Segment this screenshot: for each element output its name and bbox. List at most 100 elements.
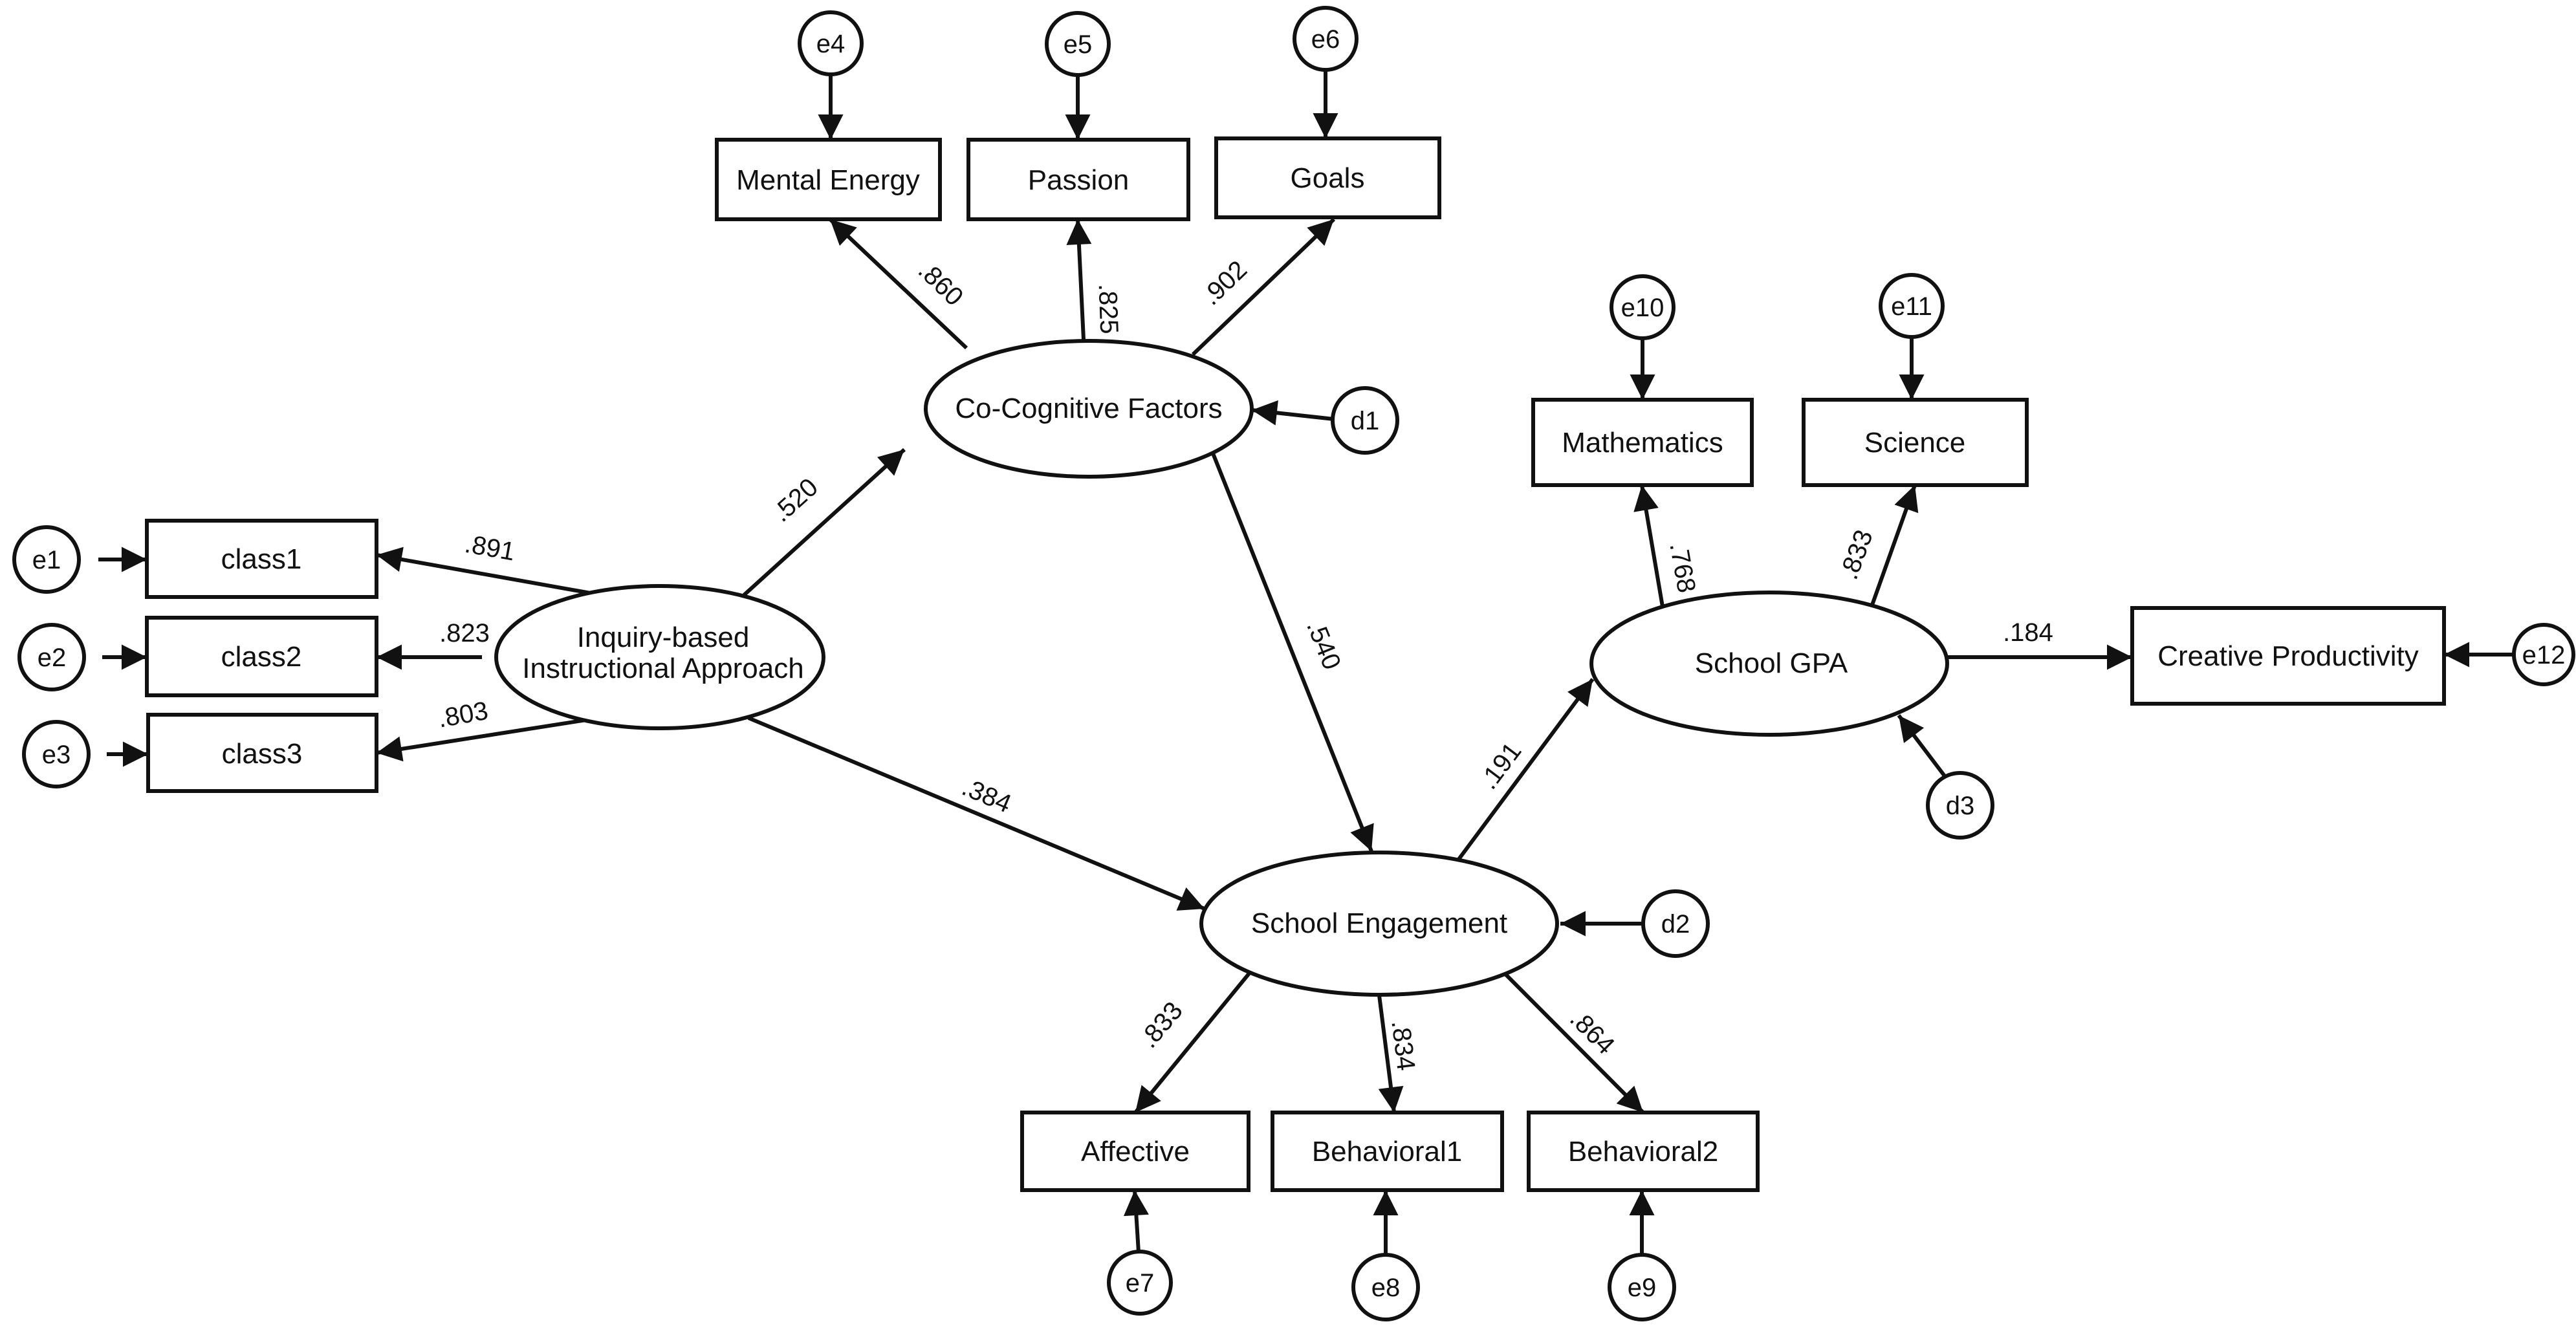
error-e11-label: e11 bbox=[1891, 292, 1932, 321]
node-inquiry-label-line2: Instructional Approach bbox=[522, 653, 803, 684]
error-e5: e5 bbox=[1045, 11, 1111, 77]
error-e10: e10 bbox=[1610, 274, 1675, 340]
error-e12-label: e12 bbox=[2522, 641, 2566, 669]
coef-inquiry-engage: .384 bbox=[958, 773, 1016, 819]
coef-gpa-science: .833 bbox=[1835, 526, 1879, 583]
error-e6: e6 bbox=[1293, 6, 1359, 72]
path-d1-cocog bbox=[1251, 400, 1335, 426]
node-science: Science bbox=[1802, 398, 2029, 487]
path-inquiry-class1 bbox=[376, 547, 591, 595]
error-e2-label: e2 bbox=[38, 644, 67, 672]
node-goals: Goals bbox=[1214, 136, 1441, 219]
node-class2-label: class2 bbox=[221, 641, 302, 673]
path-d3-gpa bbox=[1897, 714, 1949, 781]
error-e8-label: e8 bbox=[1371, 1274, 1401, 1302]
node-school-gpa: School GPA bbox=[1589, 591, 1949, 737]
observed-variables: class1 class2 class3 Mental Energy Passi… bbox=[145, 136, 2446, 1192]
node-behavioral2-label: Behavioral2 bbox=[1568, 1136, 1718, 1167]
path-inquiry-cocog bbox=[742, 448, 906, 597]
path-engage-beh1 bbox=[1377, 995, 1404, 1113]
coef-engage-affective: .833 bbox=[1134, 997, 1188, 1054]
error-e9-label: e9 bbox=[1628, 1274, 1657, 1302]
error-e8: e8 bbox=[1351, 1253, 1420, 1321]
error-e11: e11 bbox=[1879, 273, 1945, 339]
node-class1-label: class1 bbox=[221, 543, 302, 575]
node-school-engagement: School Engagement bbox=[1199, 851, 1559, 997]
error-e1: e1 bbox=[12, 525, 81, 594]
node-passion: Passion bbox=[966, 138, 1190, 221]
node-mental-energy-label: Mental Energy bbox=[736, 164, 920, 196]
node-mathematics-label: Mathematics bbox=[1562, 427, 1723, 459]
node-behavioral1-label: Behavioral1 bbox=[1312, 1136, 1462, 1167]
error-e7-label: e7 bbox=[1126, 1269, 1155, 1297]
coef-engage-beh2: .864 bbox=[1564, 1004, 1620, 1060]
node-passion-label: Passion bbox=[1028, 164, 1130, 196]
disturbance-d2: d2 bbox=[1641, 889, 1710, 958]
error-terms: e1 e2 e3 e4 e5 e6 e10 e11 e12 d1 d2 d3 e… bbox=[12, 6, 2575, 1321]
path-engage-beh2 bbox=[1502, 971, 1645, 1114]
disturbance-d1-label: d1 bbox=[1351, 407, 1380, 435]
node-class3: class3 bbox=[146, 713, 378, 793]
node-creative-productivity-label: Creative Productivity bbox=[2157, 640, 2418, 672]
path-cocog-engage bbox=[1210, 449, 1374, 852]
node-inquiry-label-line1: Inquiry-based bbox=[577, 622, 750, 653]
error-e7: e7 bbox=[1107, 1250, 1173, 1316]
node-affective-label: Affective bbox=[1081, 1136, 1190, 1167]
coef-cocog-passion: .825 bbox=[1093, 283, 1124, 334]
node-class3-label: class3 bbox=[222, 738, 303, 770]
error-e3-label: e3 bbox=[42, 741, 71, 769]
coef-cocog-goals: .902 bbox=[1197, 255, 1253, 311]
edges bbox=[98, 67, 2522, 1255]
node-behavioral2: Behavioral2 bbox=[1527, 1111, 1760, 1192]
node-mathematics: Mathematics bbox=[1531, 398, 1754, 487]
coef-inquiry-class2: .823 bbox=[439, 619, 490, 647]
node-co-cognitive-factors-label: Co-Cognitive Factors bbox=[955, 393, 1222, 424]
coef-inquiry-cocog: .520 bbox=[767, 473, 824, 528]
node-mental-energy: Mental Energy bbox=[715, 138, 942, 221]
node-science-label: Science bbox=[1864, 427, 1966, 459]
disturbance-d2-label: d2 bbox=[1661, 910, 1690, 939]
error-e1-label: e1 bbox=[32, 546, 61, 574]
path-inquiry-class3 bbox=[376, 717, 591, 762]
disturbance-d1: d1 bbox=[1331, 386, 1399, 455]
error-e9: e9 bbox=[1608, 1253, 1676, 1321]
coef-inquiry-class3: .803 bbox=[436, 697, 490, 733]
path-gpa-math bbox=[1633, 484, 1665, 607]
error-e5-label: e5 bbox=[1064, 30, 1093, 59]
node-co-cognitive-factors: Co-Cognitive Factors bbox=[924, 339, 1254, 479]
error-e2: e2 bbox=[17, 623, 86, 691]
coef-gpa-math: .768 bbox=[1664, 541, 1701, 595]
path-gpa-science bbox=[1870, 484, 1919, 608]
path-cocog-passion bbox=[1066, 219, 1092, 340]
coef-engage-beh1: .834 bbox=[1386, 1019, 1420, 1072]
path-cocog-goals bbox=[1191, 217, 1336, 356]
disturbance-d3: d3 bbox=[1926, 771, 1994, 840]
error-e6-label: e6 bbox=[1311, 25, 1340, 54]
node-class1: class1 bbox=[145, 519, 378, 599]
node-creative-productivity: Creative Productivity bbox=[2130, 606, 2446, 706]
path-engage-gpa bbox=[1454, 678, 1595, 865]
coef-gpa-creative: .184 bbox=[2003, 618, 2053, 647]
error-e4-label: e4 bbox=[816, 30, 846, 58]
error-e10-label: e10 bbox=[1621, 294, 1665, 322]
error-e4: e4 bbox=[798, 10, 864, 76]
coef-inquiry-class1: .891 bbox=[463, 530, 517, 567]
coef-engage-gpa: .191 bbox=[1474, 737, 1527, 795]
path-e7-affective bbox=[1123, 1189, 1149, 1253]
coef-cocog-engage: .540 bbox=[1301, 616, 1346, 674]
path-engage-affective bbox=[1133, 969, 1254, 1114]
error-e12: e12 bbox=[2512, 623, 2575, 686]
node-goals-label: Goals bbox=[1291, 162, 1365, 194]
node-school-engagement-label: School Engagement bbox=[1251, 907, 1507, 939]
disturbance-d3-label: d3 bbox=[1946, 792, 1975, 820]
node-behavioral1: Behavioral1 bbox=[1271, 1111, 1504, 1192]
error-e3: e3 bbox=[22, 720, 91, 788]
path-inquiry-engage bbox=[747, 716, 1206, 911]
path-cocog-mental bbox=[828, 217, 968, 350]
node-affective: Affective bbox=[1020, 1111, 1250, 1192]
node-school-gpa-label: School GPA bbox=[1695, 647, 1848, 679]
